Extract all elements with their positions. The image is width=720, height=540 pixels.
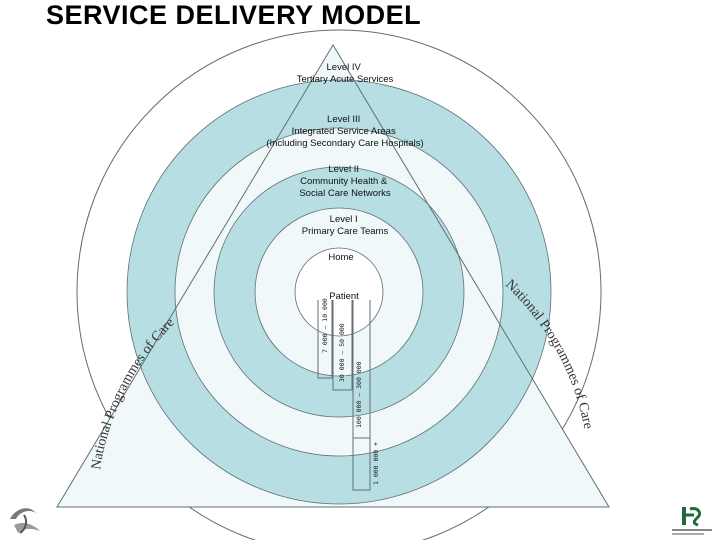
home-label: Home	[328, 252, 353, 263]
outer-circle	[76, 29, 602, 540]
swirl-logo	[10, 508, 40, 534]
bar-level-iv	[352, 438, 371, 491]
level-i-label: Level I Primary Care Teams	[302, 214, 389, 237]
level-iii-label: Level III Integrated Service Areas (Incl…	[266, 114, 423, 149]
pop-band-level-ii: 30 000 – 50 000	[338, 323, 346, 382]
level-ii-label: Level II Community Health & Social Care …	[299, 164, 391, 199]
pop-band-level-iii: 100 000 – 300 000	[355, 361, 363, 428]
rings-group	[77, 45, 601, 507]
page-title: SERVICE DELIVERY MODEL	[46, 0, 422, 30]
population-bars	[317, 300, 371, 491]
triangle-outline	[56, 44, 610, 508]
ring-patient	[294, 247, 384, 337]
bar-level-iii	[352, 300, 371, 439]
level-iv-label: Level IV Tertiary Acute Services	[297, 62, 394, 85]
bar-level-i	[317, 300, 333, 379]
hse-logo	[672, 507, 712, 535]
patient-label: Patient	[329, 291, 359, 302]
pop-band-level-i: 7 000 – 10 000	[321, 298, 329, 353]
pop-band-level-iv: 1 000 000 +	[372, 442, 380, 485]
bar-level-ii	[332, 300, 353, 391]
